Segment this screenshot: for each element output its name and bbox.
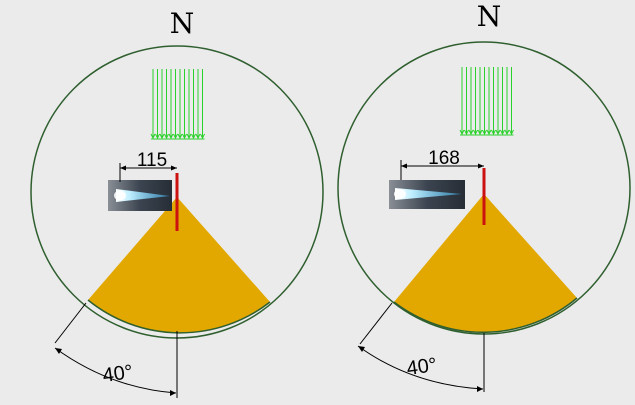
distance-label: 168 [428,148,460,169]
field-arrowhead [164,133,169,140]
spray-sector [394,194,577,333]
chamber-arc-bottom [87,299,271,334]
field-arrowhead [482,129,487,136]
field-lines [459,67,514,136]
field-arrowhead [195,133,201,140]
distance-dimension [119,163,177,182]
field-arrowhead [155,133,160,140]
field-arrowhead [491,129,496,136]
field-arrowhead [459,129,465,136]
angle-label: 40° [101,361,134,387]
field-arrowhead [150,133,156,140]
field-arrowhead [500,129,505,136]
panel-left: N 115 [30,7,324,398]
field-arrowhead [159,133,165,140]
field-arrowhead [186,133,192,140]
angle-dimension [54,302,178,398]
field-lines [150,69,205,140]
field-arrowhead [191,133,196,140]
field-arrowhead [182,133,187,140]
field-arrowhead [468,129,474,136]
field-arrowhead [173,133,178,140]
field-arrowhead [177,133,183,140]
flame-image [108,180,172,211]
north-label: N [477,0,502,33]
distance-dimension [400,160,484,180]
field-arrowhead [477,129,483,136]
chamber-arc-bottom [393,297,578,333]
field-arrowhead [504,129,510,136]
angle-dimension [357,302,485,392]
flame-image [389,180,465,209]
panel-right: N 168 [337,0,631,392]
field-arrowhead [486,129,492,136]
field-arrowhead [200,133,205,140]
field-arrowhead [509,129,514,136]
distance-label: 115 [137,150,167,171]
field-arrowhead [495,129,501,136]
field-arrowhead [473,129,478,136]
field-arrowhead [464,129,469,136]
north-label: N [170,7,195,40]
field-arrowhead [168,133,174,140]
angle-label: 40° [405,354,438,380]
spray-sector [88,197,270,333]
